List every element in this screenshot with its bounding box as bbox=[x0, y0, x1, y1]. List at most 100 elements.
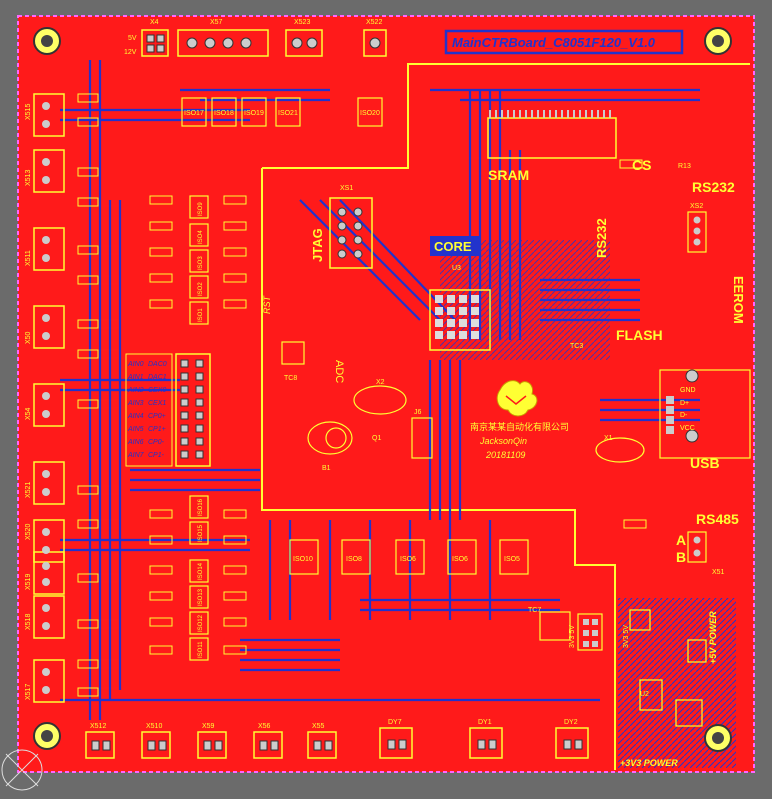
top-connector-labels: X4 X57 X523 X522 5V 12V bbox=[124, 19, 382, 56]
author-name: JacksonQin bbox=[479, 436, 527, 446]
bconn-6: DY1 bbox=[478, 719, 492, 726]
lconn-3: X50 bbox=[25, 331, 32, 344]
jtag-header bbox=[329, 197, 373, 269]
usb-pin-labels: GND D+ D- VCC bbox=[680, 387, 696, 432]
iso-mid-4: ISO1 bbox=[198, 308, 204, 322]
iso-bl-1: ISO15 bbox=[198, 524, 204, 542]
lconn-9: X517 bbox=[25, 684, 32, 700]
cpu-chip bbox=[429, 289, 491, 351]
cpu-pads bbox=[435, 295, 479, 339]
label-rst: RST bbox=[262, 294, 272, 314]
iso-mid-0: ISO9 bbox=[198, 202, 204, 216]
iso-mid-left bbox=[189, 195, 209, 325]
section-labels: SRAM CORE JTAG RS232 RS232 CS EEROM FLAS… bbox=[262, 157, 746, 768]
iso-mid-2: ISO3 bbox=[198, 256, 204, 270]
ain-5: AIN5 bbox=[127, 426, 144, 433]
label-rs232-a: RS232 bbox=[692, 179, 735, 195]
refdes-x2: X2 bbox=[376, 379, 385, 386]
core-label-box bbox=[430, 236, 480, 256]
sram-chip bbox=[487, 117, 617, 159]
label-usb: USB bbox=[690, 455, 720, 471]
label-power-3v3: +3V3 POWER bbox=[620, 758, 678, 768]
dac-0: DAC0 bbox=[148, 361, 167, 368]
refdes-xs1: XS1 bbox=[340, 185, 353, 192]
vsel-a-label: 3V3 5V bbox=[569, 625, 576, 648]
refdes-u2: U2 bbox=[640, 691, 649, 698]
usb-connector bbox=[659, 369, 751, 459]
iso-brow-0: ISO10 bbox=[293, 556, 313, 563]
electrolytic-caps bbox=[325, 427, 571, 641]
ain-labels: AIN0 AIN1 AIN2 AIN3 AIN4 AIN5 AIN6 AIN7 … bbox=[127, 361, 167, 459]
iso-top-labels: ISO17 ISO18 ISO19 ISO21 ISO20 bbox=[184, 110, 380, 117]
ain-1: AIN1 bbox=[127, 374, 144, 381]
left-connector-labels: X515 X513 X511 X50 X54 X521 X520 X519 X5… bbox=[25, 104, 32, 700]
sram-pins bbox=[489, 110, 611, 118]
keepout-outlines bbox=[261, 63, 750, 770]
iso-top-1: ISO18 bbox=[214, 110, 234, 117]
bconn-2: X59 bbox=[202, 723, 215, 730]
title-box bbox=[444, 29, 684, 55]
ain-6: AIN6 bbox=[127, 439, 144, 446]
dac-2: CEX0 bbox=[148, 387, 166, 394]
dac-3: CEX1 bbox=[148, 400, 166, 407]
rs485-connector bbox=[687, 531, 707, 563]
bconn-4: X55 bbox=[312, 723, 325, 730]
label-sram: SRAM bbox=[488, 167, 529, 183]
refdes-b1: B1 bbox=[322, 465, 331, 472]
iso-top-2: ISO19 bbox=[244, 110, 264, 117]
jtag-pins bbox=[337, 207, 363, 259]
top-connector-pads bbox=[146, 34, 381, 53]
lconn-4: X54 bbox=[25, 407, 32, 420]
iso-bl-2: ISO14 bbox=[198, 562, 204, 580]
bconn-1: X510 bbox=[146, 723, 162, 730]
refdes-tc3: TC3 bbox=[570, 343, 583, 350]
ain-7: AIN7 bbox=[127, 452, 145, 459]
label-jtag: JTAG bbox=[310, 228, 325, 262]
lconn-8: X518 bbox=[25, 614, 32, 630]
ain-0: AIN0 bbox=[127, 361, 144, 368]
ain-2: AIN2 bbox=[127, 387, 144, 394]
usb-pin-1: D+ bbox=[680, 400, 689, 407]
rs232-connector bbox=[687, 211, 707, 253]
power-12v-label: 12V bbox=[124, 49, 137, 56]
usb-pin-0: GND bbox=[680, 387, 696, 394]
iso-top-4: ISO20 bbox=[360, 110, 380, 117]
dac-5: CP1+ bbox=[148, 426, 166, 433]
crystals bbox=[307, 385, 645, 463]
mounting-holes bbox=[33, 27, 732, 752]
label-core: CORE bbox=[434, 239, 472, 254]
tconn-1: X57 bbox=[210, 19, 223, 26]
lconn-5: X521 bbox=[25, 482, 32, 498]
ain-label-box bbox=[125, 353, 173, 467]
origin-marker-icon bbox=[1, 749, 43, 791]
label-flash: FLASH bbox=[616, 327, 663, 343]
bconn-5: DY7 bbox=[388, 719, 402, 726]
ain-header-pins bbox=[180, 359, 204, 459]
iso-brow-3: ISO6 bbox=[452, 556, 468, 563]
iso-brow-4: ISO5 bbox=[504, 556, 520, 563]
lconn-2: X511 bbox=[25, 250, 32, 266]
lconn-7: X519 bbox=[25, 574, 32, 590]
ain-4: AIN4 bbox=[127, 413, 144, 420]
iso-bottom-row-labels: ISO10 ISO8 ISO6 ISO6 ISO5 bbox=[293, 556, 520, 563]
rs485-pin-b: B bbox=[676, 549, 686, 565]
refdes-u3: U3 bbox=[452, 265, 461, 272]
label-cs: CS bbox=[632, 157, 651, 173]
refdes-q1: Q1 bbox=[372, 435, 381, 442]
iso-bottom-left bbox=[189, 495, 209, 661]
bottom-connector-labels: X512 X510 X59 X56 X55 DY7 DY1 DY2 bbox=[90, 719, 578, 730]
iso-mid-labels: ISO9 ISO4 ISO3 ISO2 ISO1 bbox=[198, 202, 204, 322]
power-5v-label: 5V bbox=[128, 35, 137, 42]
lconn-0: X515 bbox=[25, 104, 32, 120]
resistor-footprints bbox=[77, 93, 647, 697]
refdes-tc7: TC7 bbox=[528, 607, 541, 614]
label-rs485: RS485 bbox=[696, 511, 739, 527]
label-eerom: EEROM bbox=[731, 276, 746, 324]
iso-mid-1: ISO4 bbox=[198, 230, 204, 244]
top-connectors bbox=[141, 29, 387, 57]
iso-bl-3: ISO13 bbox=[198, 588, 204, 606]
iso-brow-2: ISO6 bbox=[400, 556, 416, 563]
power-regulators bbox=[629, 609, 707, 727]
usb-pin-2: D- bbox=[680, 412, 688, 419]
lconn-1: X513 bbox=[25, 170, 32, 186]
